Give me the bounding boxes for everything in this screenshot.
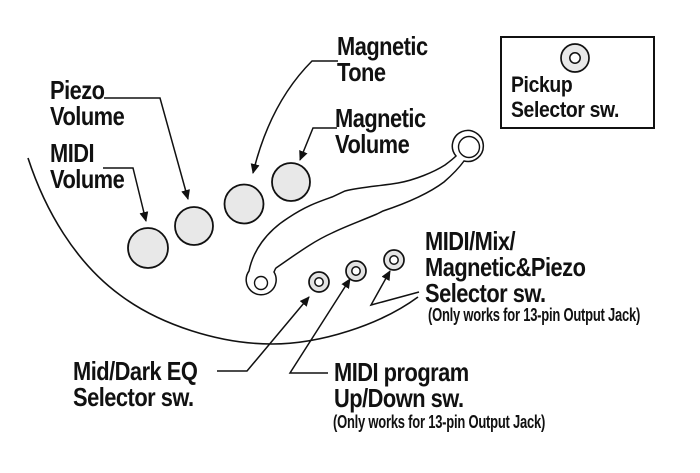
f-hole-bottom-curl-inner (253, 275, 269, 291)
midi-volume-knob (127, 227, 169, 269)
piezo-volume-pointer (104, 97, 190, 200)
magnetic-volume-pointer (299, 127, 337, 161)
magnetic-tone-label: Magnetic Tone (337, 31, 428, 87)
magnetic-tone-pointer (250, 60, 338, 174)
midi-volume-pointer (103, 167, 149, 222)
magnetic-tone-knob (223, 183, 265, 225)
f-hole-top-curl-inner (457, 135, 481, 159)
f-hole-outline (245, 129, 485, 296)
mid-dark-eq-pointer (217, 296, 310, 372)
piezo-volume-label: Piezo Volume (50, 75, 125, 131)
midi-volume-label: MIDI Volume (50, 138, 125, 194)
midi-program-label: MIDI program Up/Down sw. (334, 357, 469, 413)
midi-program-note: (Only works for 13-pin Output Jack) (333, 412, 546, 432)
magnetic-volume-knob (271, 162, 311, 202)
mid-dark-eq-label: Mid/Dark EQ Selector sw. (73, 356, 198, 412)
midi-program-up-down-switch (345, 260, 367, 282)
piezo-volume-knob (174, 206, 214, 246)
guitar-body-edge (27, 157, 419, 345)
midi-mix-pointer (369, 270, 420, 307)
midi-mix-selector-label: MIDI/Mix/ Magnetic&Piezo Selector sw. (425, 226, 586, 308)
pickup-selector-switch-icon (560, 43, 590, 73)
pickup-selector-label: Pickup Selector sw. (511, 72, 620, 122)
midi-program-pointer (288, 278, 351, 374)
midi-mix-selector-note: (Only works for 13-pin Output Jack) (428, 305, 641, 325)
magnetic-volume-label: Magnetic Volume (335, 103, 426, 159)
midi-mix-selector-switch (383, 249, 405, 271)
mid-dark-eq-switch (308, 271, 330, 293)
